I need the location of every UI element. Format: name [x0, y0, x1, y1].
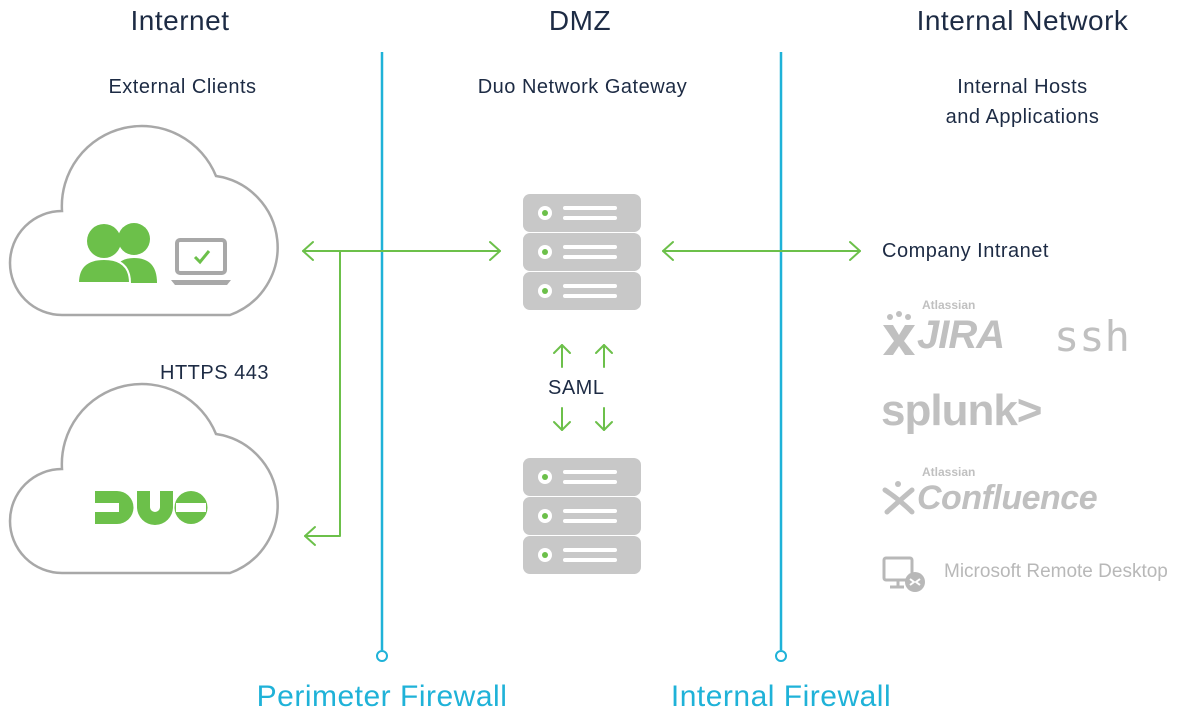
https-443-label: HTTPS 443 [160, 362, 269, 384]
zone-title-internet: Internet [130, 5, 230, 36]
remote-desktop-icon [882, 556, 925, 592]
server-icon [523, 194, 641, 310]
jira-icon [883, 311, 915, 355]
internal-hosts-line2: and Applications [945, 106, 1100, 128]
duo-logo [95, 491, 208, 525]
splunk-logo: splunk> [881, 386, 1042, 435]
zone-subtitle-external-clients: External Clients [108, 76, 257, 98]
perimeter-firewall-line [376, 52, 388, 662]
company-intranet-label: Company Intranet [882, 240, 1049, 262]
confluence-vendor-label: Atlassian [922, 465, 976, 479]
saml-arrows [553, 344, 613, 431]
arrow-clients-gateway [302, 241, 501, 261]
arrow-https-duo [304, 250, 341, 546]
confluence-logo: Confluence [917, 479, 1098, 517]
jira-vendor-label: Atlassian [922, 298, 976, 312]
cloud-icon [8, 124, 279, 317]
ssh-logo: ssh [1054, 312, 1130, 361]
arrow-gateway-intranet [662, 241, 861, 261]
perimeter-firewall-label: Perimeter Firewall [256, 680, 508, 713]
server-icon [523, 458, 641, 574]
internal-hosts-line1: Internal Hosts [957, 76, 1088, 98]
internal-firewall-label: Internal Firewall [670, 680, 892, 713]
jira-logo: JIRA [917, 313, 1005, 357]
microsoft-remote-desktop-label: Microsoft Remote Desktop [944, 561, 1168, 582]
laptop-check-icon [171, 238, 231, 285]
users-icon [76, 223, 157, 284]
internal-firewall-line [775, 52, 787, 662]
zone-subtitle-internal-hosts: Internal Hosts and Applications [900, 72, 1145, 132]
zone-subtitle-duo-network-gateway: Duo Network Gateway [477, 76, 688, 98]
saml-label: SAML [548, 377, 605, 399]
cloud-icon [8, 382, 279, 575]
confluence-icon [882, 481, 915, 515]
zone-title-internal-network: Internal Network [916, 5, 1129, 36]
zone-title-dmz: DMZ [548, 5, 612, 36]
